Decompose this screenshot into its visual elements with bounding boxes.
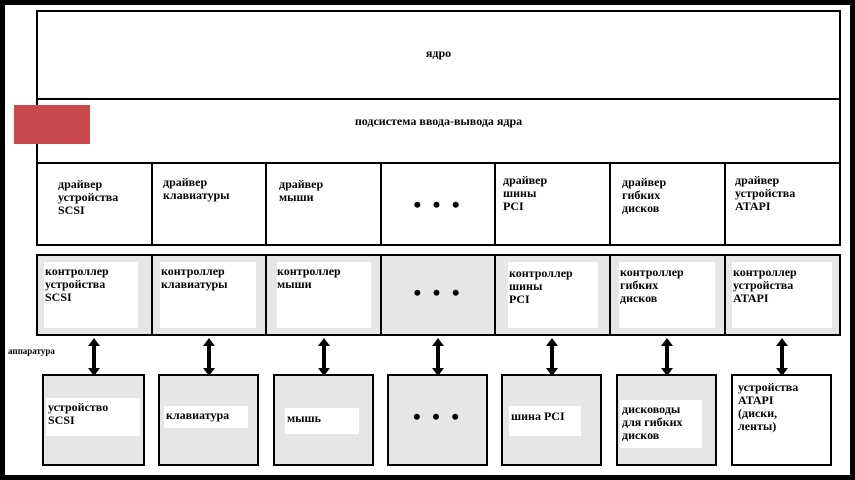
controller-floppy: контроллер гибких дисков — [609, 254, 726, 336]
device-pci: шина PCI — [501, 374, 602, 466]
driver-keyboard-label: драйвер клавиатуры — [163, 175, 230, 202]
controller-floppy-label: контроллер гибких дисков — [620, 265, 684, 305]
hardware-label: аппаратура — [8, 343, 72, 359]
driver-pci: драйвер шины PCI — [494, 162, 611, 246]
device-ellipsis: • • • — [387, 374, 488, 466]
controller-keyboard: контроллер клавиатуры — [151, 254, 267, 336]
kernel-box: ядро — [36, 10, 841, 100]
controller-ellipsis-dots: • • • — [413, 280, 463, 305]
driver-floppy: драйвер гибких дисков — [609, 162, 726, 246]
device-floppy-label: дисководы для гибких дисков — [622, 402, 683, 442]
device-mouse: мышь — [273, 374, 374, 466]
driver-ellipsis: • • • — [380, 162, 496, 246]
driver-scsi: драйвер устройства SCSI — [36, 162, 153, 246]
arrow-floppy — [661, 338, 673, 376]
device-atapi-label: устройства ATAPI (диски, ленты) — [738, 380, 799, 433]
driver-ellipsis-dots: • • • — [413, 192, 463, 217]
controller-ellipsis: • • • — [380, 254, 496, 336]
driver-mouse: драйвер мыши — [265, 162, 382, 246]
device-pci-label: шина PCI — [511, 409, 565, 423]
driver-keyboard: драйвер клавиатуры — [151, 162, 267, 246]
controller-scsi-label: контроллер устройства SCSI — [45, 264, 109, 304]
controller-mouse: контроллер мыши — [265, 254, 382, 336]
io-subsystem-label: подсистема ввода-вывода ядра — [354, 114, 523, 128]
controller-mouse-label: контроллер мыши — [277, 264, 341, 291]
controller-pci-label: контроллер шины PCI — [509, 266, 573, 306]
device-floppy: дисководы для гибких дисков — [616, 374, 717, 466]
kernel-label: ядро — [425, 46, 452, 60]
red-block — [14, 105, 90, 144]
arrow-pci — [546, 338, 558, 376]
controller-pci: контроллер шины PCI — [494, 254, 611, 336]
driver-scsi-label: драйвер устройства SCSI — [58, 177, 119, 217]
controller-atapi-label: контроллер устройства ATAPI — [733, 265, 797, 305]
arrow-atapi — [776, 338, 788, 376]
device-ellipsis-dots: • • • — [412, 404, 463, 429]
driver-atapi: драйвер устройства ATAPI — [724, 162, 841, 246]
driver-mouse-label: драйвер мыши — [279, 177, 324, 204]
driver-pci-label: драйвер шины PCI — [503, 173, 548, 213]
device-keyboard: клавиатура — [158, 374, 259, 466]
controller-scsi: контроллер устройства SCSI — [36, 254, 153, 336]
controller-keyboard-label: контроллер клавиатуры — [161, 264, 228, 291]
device-scsi-label: устройство SCSI — [48, 400, 109, 427]
device-atapi: устройства ATAPI (диски, ленты) — [731, 374, 832, 466]
io-subsystem-box: подсистема ввода-вывода ядра — [36, 98, 841, 164]
driver-atapi-label: драйвер устройства ATAPI — [735, 173, 796, 213]
arrow-scsi — [88, 338, 100, 376]
device-scsi: устройство SCSI — [42, 374, 145, 466]
device-mouse-label: мышь — [287, 411, 322, 425]
arrow-keyboard — [203, 338, 215, 376]
driver-floppy-label: драйвер гибких дисков — [622, 175, 667, 215]
controller-atapi: контроллер устройства ATAPI — [724, 254, 841, 336]
arrow-mouse — [318, 338, 330, 376]
device-keyboard-label: клавиатура — [166, 408, 230, 422]
arrow-ellipsis — [432, 338, 444, 376]
